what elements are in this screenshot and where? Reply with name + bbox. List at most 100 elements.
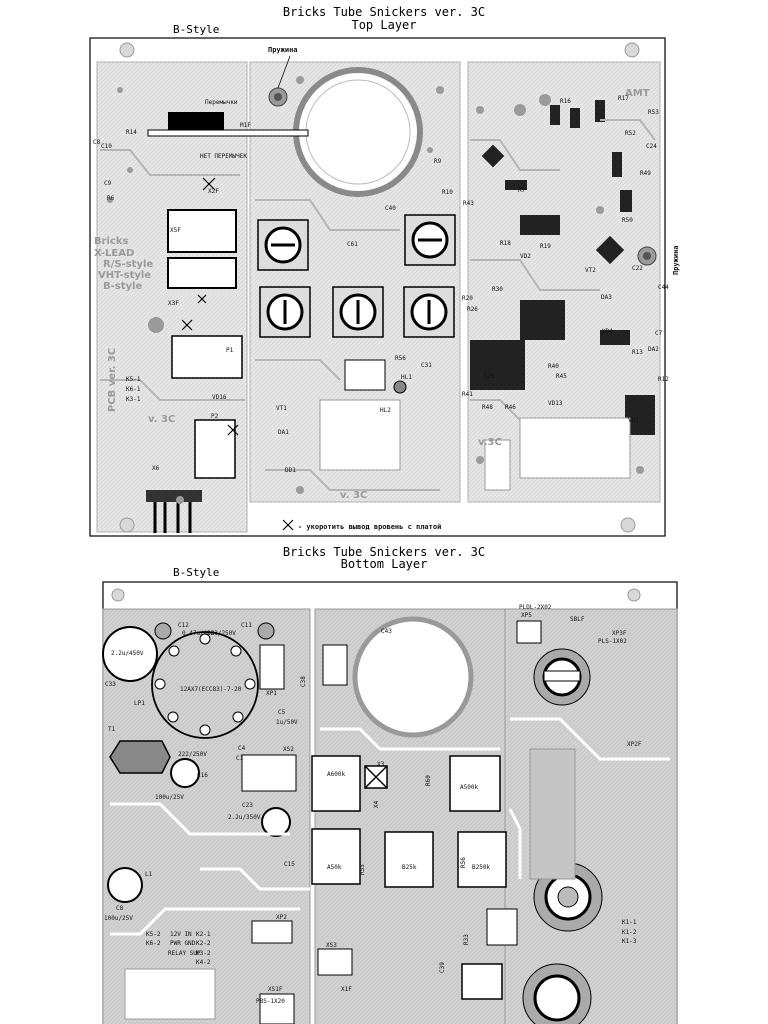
transformer-t1 bbox=[109, 740, 171, 774]
jumper-note-1: Перемычки bbox=[205, 99, 238, 106]
trimmer bbox=[461, 963, 503, 1000]
component-label: XP5 bbox=[521, 612, 532, 619]
relay-p2 bbox=[194, 419, 236, 479]
trimmer bbox=[457, 831, 507, 888]
component-label: R6 bbox=[107, 195, 115, 202]
bottom-subtitle: Bottom Layer bbox=[340, 557, 428, 571]
component-label: PBS-1X20 bbox=[256, 998, 285, 1005]
component-label: C7 bbox=[655, 330, 663, 337]
component-label: 222/250V bbox=[178, 751, 207, 758]
component-label: R9 bbox=[434, 158, 442, 165]
relay-x2f bbox=[167, 209, 237, 253]
component-label: C15 bbox=[284, 861, 295, 868]
rotary-switch bbox=[533, 862, 603, 932]
component-label: K6-1 bbox=[126, 386, 141, 393]
potentiometer bbox=[259, 286, 311, 338]
component-label: M1F bbox=[240, 122, 251, 129]
component-label: R52 bbox=[625, 130, 636, 137]
component-label: DD1 bbox=[285, 467, 296, 474]
top-mount-hole bbox=[119, 517, 135, 533]
component-label: C24 bbox=[646, 143, 657, 150]
spring-label-right: Пружина bbox=[672, 245, 680, 275]
component-label: VT1 bbox=[276, 405, 287, 412]
relay-p1 bbox=[171, 335, 243, 379]
component-label: K2-2 bbox=[196, 940, 211, 947]
component-label: R53 bbox=[648, 109, 659, 116]
component-label: A50k bbox=[327, 864, 342, 871]
component-label: 2.2u/350V bbox=[228, 814, 261, 821]
side-text-3: VHT-style bbox=[98, 270, 151, 281]
pcb-version-label: PCB ver. 3C bbox=[107, 348, 118, 412]
component-label: C8 bbox=[116, 905, 124, 912]
top-style-label: B-Style bbox=[173, 23, 220, 36]
component-label: HL2 bbox=[380, 407, 391, 414]
component-label: R16 bbox=[560, 98, 571, 105]
bottom-style-label: B-Style bbox=[173, 566, 220, 579]
footer-note: - укоротить вывод вровень с платой bbox=[298, 523, 441, 531]
top-layer-board: Пружина Пружина - укоротить вывод вровен… bbox=[89, 37, 680, 537]
component-label: 0.47u/400 bbox=[182, 630, 215, 637]
cap-c23 bbox=[261, 807, 291, 837]
component-label: C4 bbox=[238, 745, 246, 752]
component-label: B25k bbox=[402, 864, 417, 871]
trimmer bbox=[449, 755, 501, 812]
header-xp2 bbox=[251, 920, 293, 944]
component-label: C44 bbox=[658, 284, 669, 291]
cap-c33 bbox=[102, 626, 158, 682]
component-label: VD2 bbox=[520, 253, 531, 260]
component-label: R48 bbox=[482, 404, 493, 411]
component-label: B250k bbox=[472, 864, 490, 871]
component-label: T1 bbox=[108, 726, 116, 733]
component-label: C38 bbox=[300, 676, 307, 687]
version-center: v. 3C bbox=[340, 490, 367, 501]
component-label: K1-3 bbox=[622, 938, 637, 945]
component-label: LP1 bbox=[134, 700, 145, 707]
component-label: R30 bbox=[492, 286, 503, 293]
component-label: PWR GND bbox=[170, 940, 196, 947]
component-label: 100u/25V bbox=[104, 915, 133, 922]
tube-pins-circle bbox=[151, 631, 259, 739]
component-label: C61 bbox=[347, 241, 358, 248]
component-label: PLS-1X02 bbox=[598, 638, 627, 645]
right-module-components bbox=[470, 100, 655, 435]
header-pins bbox=[146, 490, 202, 502]
jumper-note-2: НЕТ ПЕРЕМЫЧЕК bbox=[200, 153, 247, 160]
component-label: A500k bbox=[460, 784, 478, 791]
component-label: 223/250V bbox=[207, 630, 236, 637]
component-label: C16 bbox=[197, 772, 208, 779]
component-label: P2 bbox=[211, 413, 219, 420]
bottom-title: Bricks Tube Snickers ver. 3C bbox=[282, 545, 486, 559]
component-label: VD16 bbox=[212, 394, 227, 401]
component-label: X5F bbox=[170, 227, 181, 234]
top-smd-block bbox=[168, 112, 224, 134]
component-label: C43 bbox=[381, 628, 392, 635]
component-label: 12V IN bbox=[170, 931, 192, 938]
component-label: DA2 bbox=[648, 346, 659, 353]
cap-c16 bbox=[170, 758, 200, 788]
cap-c8 bbox=[107, 867, 143, 903]
component-label: 1u/50V bbox=[276, 719, 298, 726]
component-label: P1 bbox=[226, 347, 234, 354]
component-label: X4 bbox=[373, 800, 380, 808]
component-label: R55 bbox=[359, 864, 366, 875]
component-label: XP1 bbox=[266, 690, 277, 697]
potentiometer bbox=[403, 286, 455, 338]
component-label: K5-2 bbox=[146, 931, 161, 938]
component-label: A600k bbox=[327, 771, 345, 778]
component-label: XP3F bbox=[612, 630, 627, 637]
header-xs1f bbox=[259, 993, 295, 1024]
component-label: R20 bbox=[462, 295, 473, 302]
component-label: R14 bbox=[126, 129, 137, 136]
component-label: C8 bbox=[93, 139, 101, 146]
component-label: XS3 bbox=[326, 942, 337, 949]
version-right: v.3C bbox=[478, 437, 502, 448]
component-label: L1 bbox=[145, 871, 153, 878]
component-label: VD4 bbox=[602, 328, 613, 335]
top-subtitle: Top Layer bbox=[351, 18, 417, 32]
component-label: HL1 bbox=[401, 374, 412, 381]
top-title: Bricks Tube Snickers ver. 3C bbox=[282, 5, 486, 19]
component-label: K2-1 bbox=[196, 931, 211, 938]
bottom-layer-board: C12 C11 C33 C5 C1 C4 C16 C23 C15 C8 C43 … bbox=[102, 581, 678, 1024]
potentiometer bbox=[332, 286, 384, 338]
component-label: C31 bbox=[421, 362, 432, 369]
